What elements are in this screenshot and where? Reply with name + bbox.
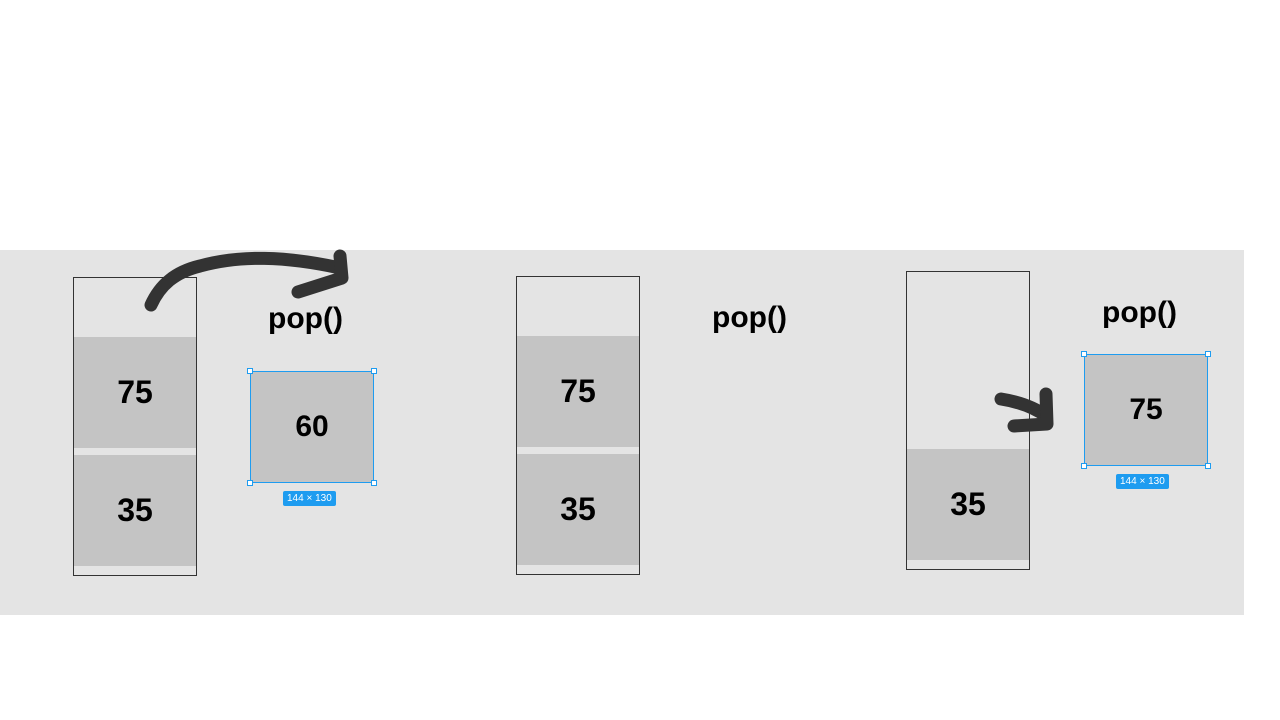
pop-operation-label: pop() [268,302,343,335]
selection-handle-tr[interactable] [371,368,377,374]
stack-container-1: 75 35 [73,277,197,576]
popped-element-box[interactable]: 60 [250,371,374,483]
stack-container-2: 75 35 [516,276,640,575]
selection-handle-br[interactable] [1205,463,1211,469]
stack-cell-bottom: 35 [907,449,1029,560]
stack-cell-bottom: 35 [517,454,639,565]
stack-cell-bottom: 35 [74,455,196,566]
pop-operation-label: pop() [1102,296,1177,329]
selection-handle-bl[interactable] [1081,463,1087,469]
selection-handle-tr[interactable] [1205,351,1211,357]
stack-cell-top: 75 [74,337,196,448]
selection-handle-br[interactable] [371,480,377,486]
stack-container-3: 35 [906,271,1030,570]
size-badge: 144 × 130 [283,491,336,506]
selection-handle-bl[interactable] [247,480,253,486]
size-badge: 144 × 130 [1116,474,1169,489]
selection-handle-tl[interactable] [1081,351,1087,357]
selection-handle-tl[interactable] [247,368,253,374]
pop-operation-label: pop() [712,301,787,334]
stack-cell-top: 75 [517,336,639,447]
popped-element-box[interactable]: 75 [1084,354,1208,466]
